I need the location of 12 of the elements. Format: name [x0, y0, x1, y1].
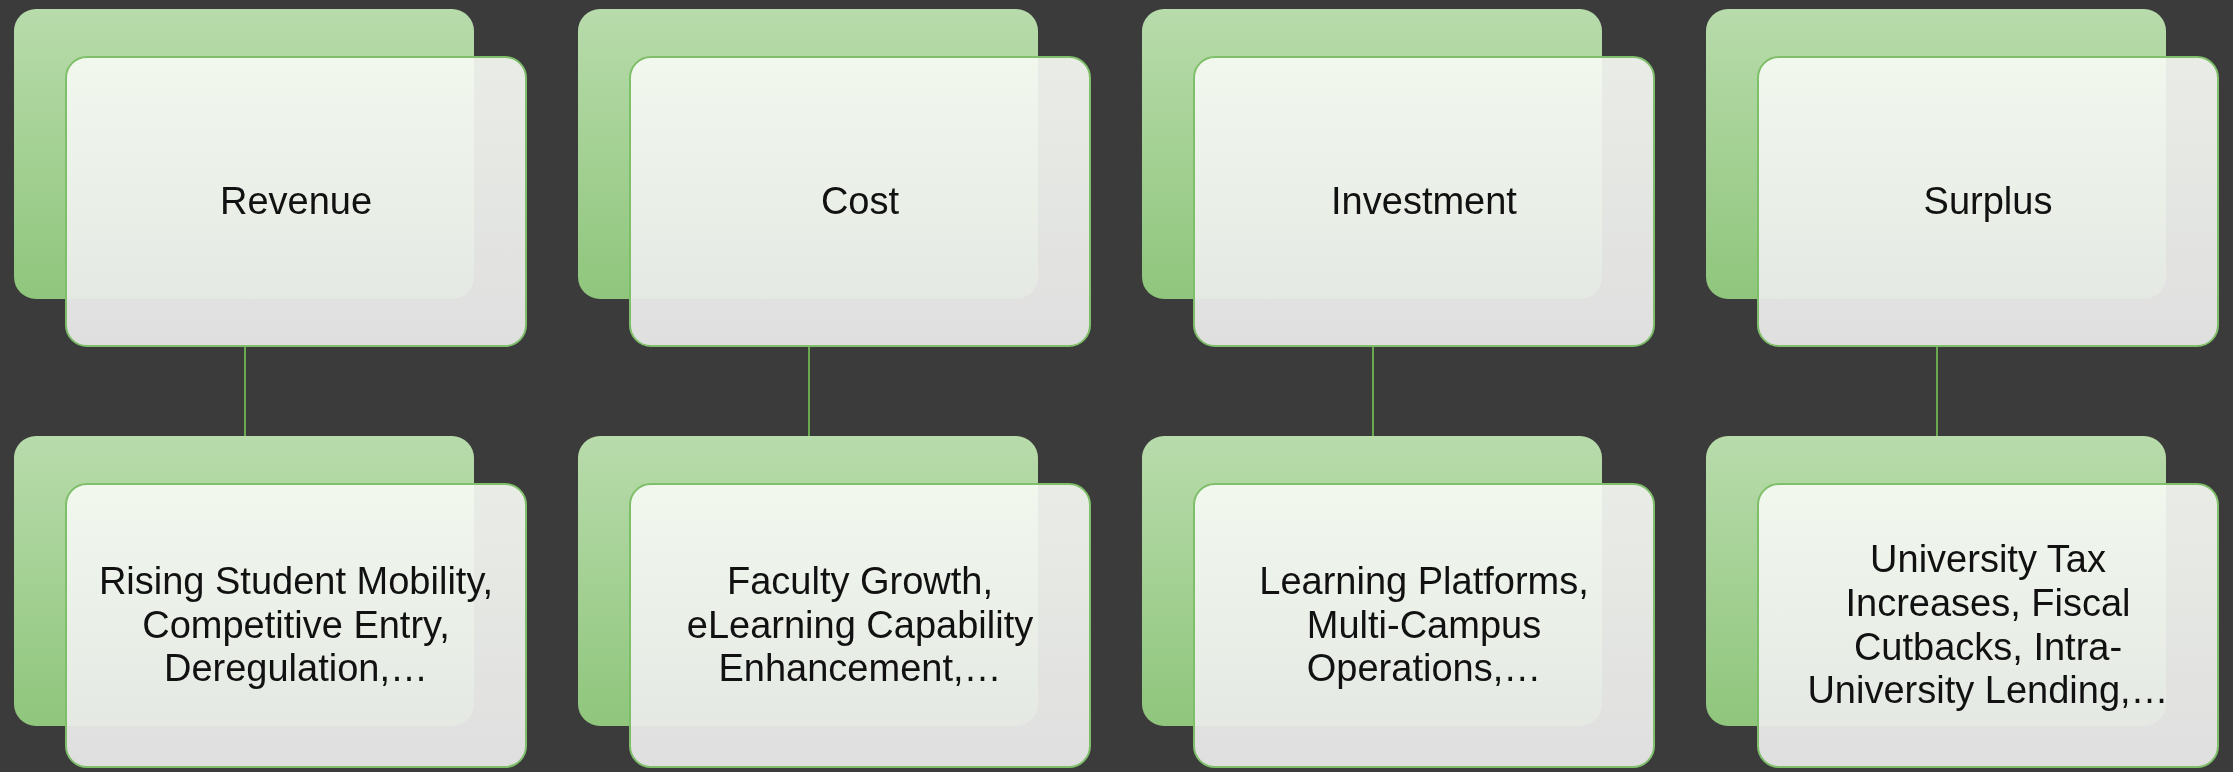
card-text: University Tax Increases, Fiscal Cutbacks, Intra-University Lending,… — [1806, 538, 2170, 713]
card-text: Learning Platforms, Multi-Campus Operations,… — [1258, 559, 1590, 692]
connector-line — [808, 346, 810, 437]
card-text: Investment — [1331, 179, 1517, 224]
card-text: Surplus — [1923, 179, 2053, 224]
card-text: Cost — [820, 179, 900, 224]
card-text: Revenue — [219, 179, 373, 224]
connector-line — [1936, 346, 1938, 437]
card-text: Faculty Growth, eLearning Capability Enhancement,… — [685, 559, 1035, 692]
card-text: Rising Student Mobility, Competitive Entry, Deregulation,… — [97, 559, 495, 692]
connector-line — [1372, 346, 1374, 437]
connector-line — [244, 346, 246, 437]
